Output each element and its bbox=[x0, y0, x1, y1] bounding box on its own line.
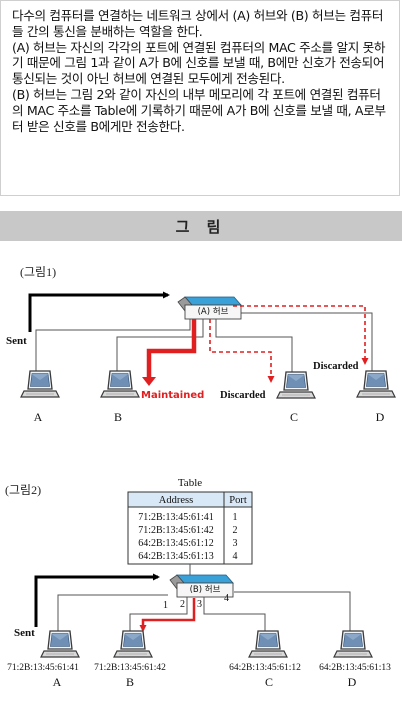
figure2-caption: (그림2) bbox=[5, 483, 41, 497]
figure1-laptop-c-icon bbox=[276, 371, 316, 399]
figure1-computer-d: D bbox=[376, 410, 385, 424]
figure2-wire-d bbox=[234, 591, 351, 632]
figure-section-header: 그 림 bbox=[0, 211, 402, 241]
table-row-address: 71:2B:13:45:61:41 bbox=[138, 512, 214, 523]
figure1-laptop-d-icon bbox=[356, 370, 396, 398]
figure2-laptop-d-icon bbox=[333, 630, 373, 658]
figure1-discarded-line-c bbox=[209, 319, 275, 383]
figure1-discarded-label-c: Discarded bbox=[220, 390, 266, 401]
figure1-wire-d bbox=[233, 312, 373, 372]
table-row-port: 3 bbox=[233, 538, 238, 549]
figure1-laptop-a-icon bbox=[20, 370, 60, 398]
figure2-port-1: 1 bbox=[163, 600, 168, 611]
figure1-discarded-label-d: Discarded bbox=[313, 361, 359, 372]
figure2-mac-table: Address Port 71:2B:13:45:61:41 1 71:2B:1… bbox=[127, 491, 253, 565]
figure1-wire-c bbox=[215, 319, 293, 372]
figure1-sent-arrow bbox=[28, 291, 170, 332]
figure1: (그림1) Sent (A) 허브 Maintained Discarded D… bbox=[6, 265, 396, 424]
table-row-port: 1 bbox=[233, 512, 238, 523]
figure1-laptop-b-icon bbox=[100, 370, 140, 398]
figure2: (그림2) Table Address Port 71:2B:13:45:61:… bbox=[5, 477, 391, 689]
figure2-delivery-arrow bbox=[139, 598, 196, 632]
figure2-computer-b: B bbox=[126, 675, 134, 689]
figure1-wire-b bbox=[116, 319, 204, 372]
table-row-address: 64:2B:13:45:61:13 bbox=[138, 551, 214, 562]
figure1-maintained-line bbox=[146, 319, 197, 379]
figure1-caption: (그림1) bbox=[20, 265, 56, 279]
figure2-wire-c bbox=[203, 597, 266, 632]
figure2-port-3: 3 bbox=[197, 599, 202, 610]
description-box: 다수의 컴퓨터를 연결하는 네트워크 상에서 (A) 허브와 (B) 허브는 컴… bbox=[0, 0, 400, 196]
figure1-hub-label: (A) 허브 bbox=[198, 307, 229, 317]
figure2-sent-label: Sent bbox=[14, 627, 35, 639]
table-row-port: 2 bbox=[233, 525, 238, 536]
figure1-discarded-line-d bbox=[233, 305, 369, 365]
table-row-address: 71:2B:13:45:61:42 bbox=[138, 525, 214, 536]
figure2-computer-a: A bbox=[53, 675, 62, 689]
figure2-laptop-b-icon bbox=[113, 630, 153, 658]
figure2-wire-a bbox=[57, 594, 168, 632]
paragraph-intro: 다수의 컴퓨터를 연결하는 네트워크 상에서 (A) 허브와 (B) 허브는 컴… bbox=[12, 8, 384, 39]
figure1-computer-b: B bbox=[114, 410, 122, 424]
figure1-computer-c: C bbox=[290, 410, 298, 424]
figure2-laptop-a-icon bbox=[40, 630, 80, 658]
figure2-sent-arrow bbox=[34, 573, 160, 627]
figure1-wire-a bbox=[35, 319, 191, 372]
figure1-maintained-label: Maintained bbox=[141, 390, 204, 401]
figure2-wire-b bbox=[129, 597, 188, 632]
figure-section-title: 그 림 bbox=[175, 217, 227, 236]
paragraph-hub-b: (B) 허브는 그림 2와 같이 자신의 내부 메모리에 각 포트에 연결된 컴… bbox=[12, 86, 386, 134]
figure2-mac-a: 71:2B:13:45:61:41 bbox=[7, 663, 79, 673]
figure2-hub-label: (B) 허브 bbox=[190, 585, 221, 595]
figure2-mac-d: 64:2B:13:45:61:13 bbox=[319, 663, 391, 673]
figure2-table-header-address: Address bbox=[159, 495, 193, 506]
figure1-maintained-arrowhead bbox=[142, 377, 156, 386]
figure2-port-4: 4 bbox=[224, 593, 229, 604]
figure2-computer-d: D bbox=[348, 675, 357, 689]
figure2-laptop-c-icon bbox=[248, 630, 288, 658]
figure2-computer-c: C bbox=[265, 675, 273, 689]
table-row-port: 4 bbox=[233, 551, 238, 562]
figure1-sent-label: Sent bbox=[6, 335, 27, 347]
table-row-address: 64:2B:13:45:61:12 bbox=[138, 538, 214, 549]
paragraph-hub-a: (A) 허브는 자신의 각각의 포트에 연결된 컴퓨터의 MAC 주소를 알지 … bbox=[12, 39, 386, 87]
figure2-table-title: Table bbox=[178, 477, 202, 489]
figure2-mac-b: 71:2B:13:45:61:42 bbox=[94, 663, 166, 673]
figure2-mac-c: 64:2B:13:45:61:12 bbox=[229, 663, 301, 673]
figure2-port-2: 2 bbox=[180, 599, 185, 610]
figure2-table-header-port: Port bbox=[229, 495, 247, 506]
figure1-computer-a: A bbox=[34, 410, 43, 424]
